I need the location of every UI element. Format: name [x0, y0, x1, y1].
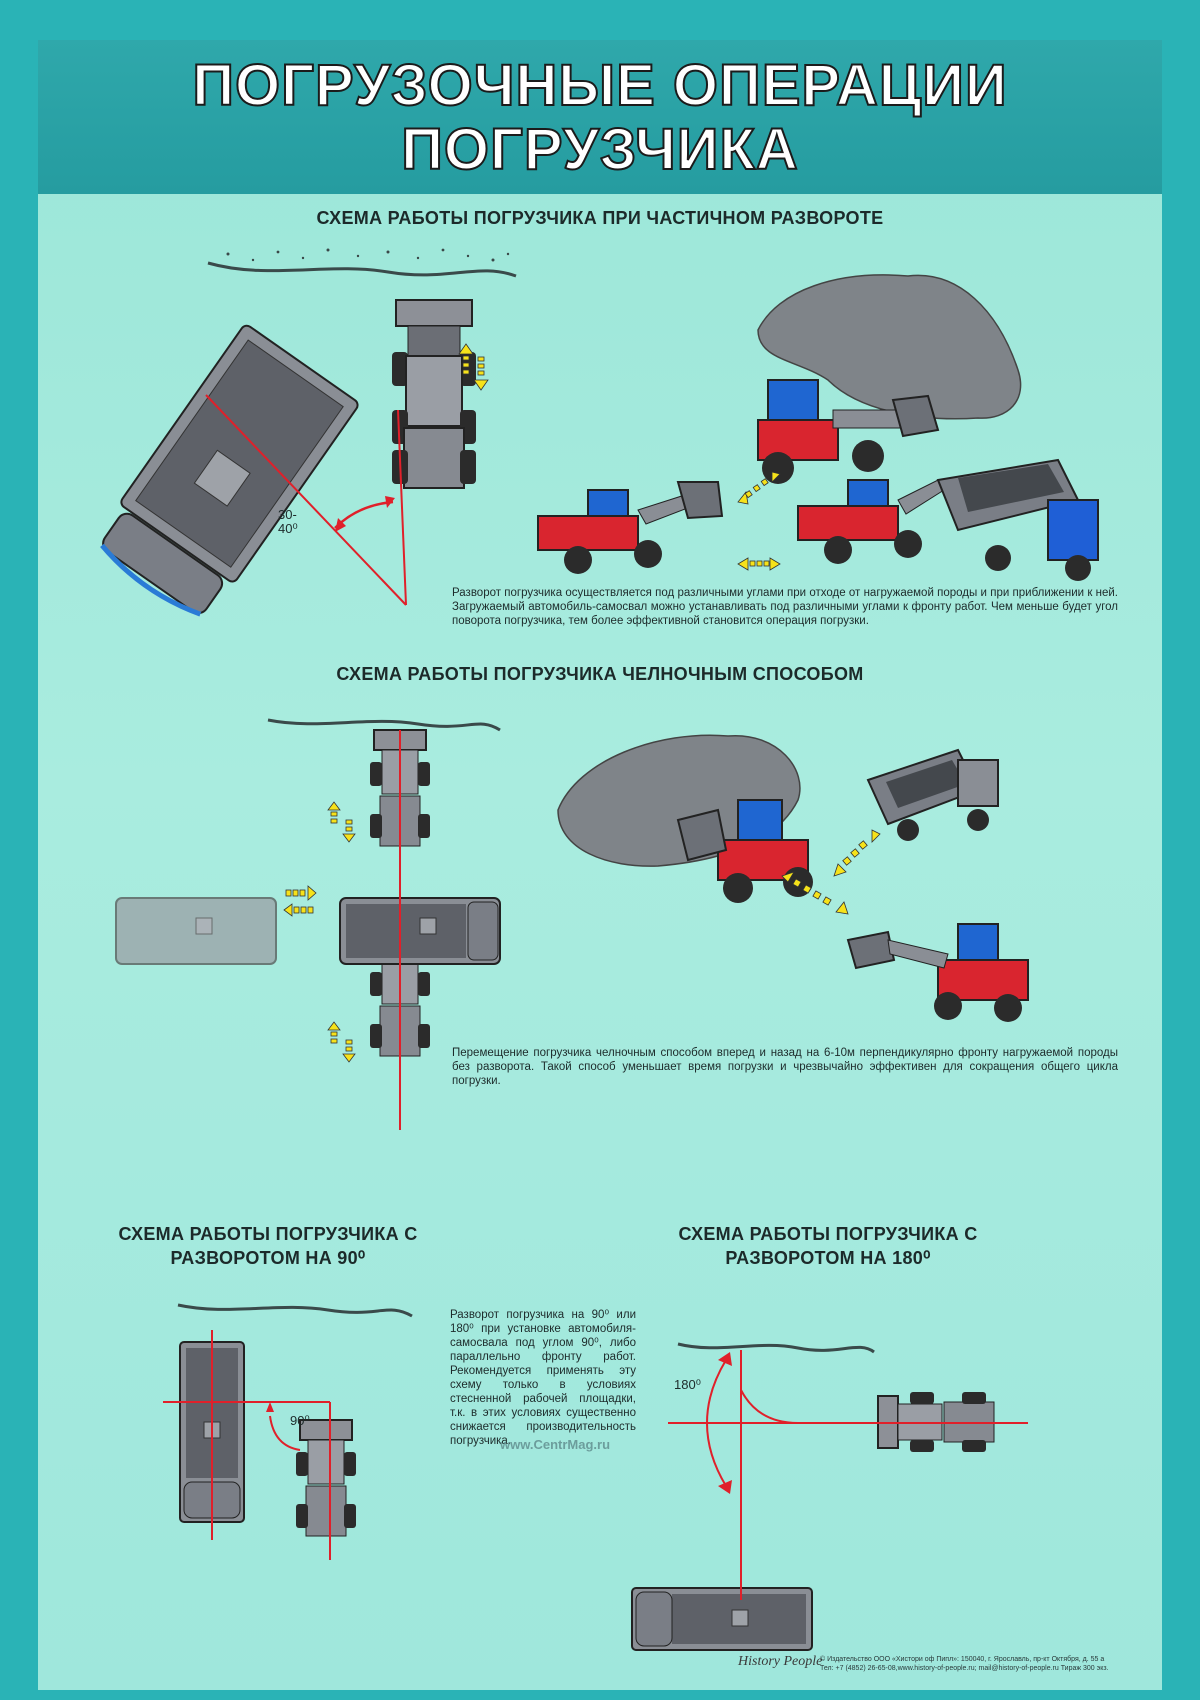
guide-lines-section4	[668, 1350, 1028, 1600]
gravel-dots	[226, 248, 510, 262]
section1-description: Разворот погрузчика осуществляется под р…	[452, 587, 1118, 627]
dump-truck-3d-section1	[936, 458, 1099, 581]
watermark-text: www.CentrMag.ru	[500, 1437, 611, 1452]
imprint-line1: © Издательство ООО «Хистори оф Пипл»: 15…	[820, 1656, 1105, 1663]
loader-top-view-section3	[296, 1419, 356, 1537]
ground-line-section4	[677, 1342, 875, 1354]
section1-diagram	[100, 248, 1099, 617]
angle-label-180: 180⁰	[674, 1377, 701, 1392]
section2-diagram	[115, 718, 1029, 1130]
page-title-line2: ПОГРУЗЧИКА	[400, 116, 799, 183]
movement-arrows-section1	[458, 343, 489, 391]
loader-3d-top	[757, 379, 940, 484]
section3-title: СХЕМА РАБОТЫ ПОГРУЗЧИКА С РАЗВОРОТОМ НА …	[98, 1222, 438, 1270]
section2-description: Перемещение погрузчика челночным способо…	[452, 1047, 1118, 1087]
section3-title-line2: РАЗВОРОТОМ НА 90⁰	[170, 1248, 366, 1268]
section4-title-line2: РАЗВОРОТОМ НА 180⁰	[725, 1248, 931, 1268]
double-arrows-section1	[737, 471, 781, 571]
shuttle-arrows	[283, 801, 356, 1063]
title-bar: ПОГРУЗОЧНЫЕ ОПЕРАЦИИ ПОГРУЗЧИКА	[38, 40, 1162, 194]
angle-label-30-40: 30-40⁰	[278, 507, 298, 536]
publisher-logo: History People	[738, 1654, 823, 1669]
dump-truck-top-view	[100, 324, 359, 617]
loader-3d-unloading	[797, 479, 945, 564]
ground-line	[207, 261, 517, 278]
section1-title: СХЕМА РАБОТЫ ПОГРУЗЧИКА ПРИ ЧАСТИЧНОМ РА…	[316, 208, 884, 228]
guide-lines-section3	[163, 1330, 331, 1560]
page-title-line1: ПОГРУЗОЧНЫЕ ОПЕРАЦИИ	[191, 52, 1008, 119]
dump-truck-3d-section2	[866, 748, 999, 841]
section4-title-line1: СХЕМА РАБОТЫ ПОГРУЗЧИКА С	[678, 1224, 978, 1244]
section2-title: СХЕМА РАБОТЫ ПОГРУЗЧИКА ЧЕЛНОЧНЫМ СПОСОБ…	[336, 664, 864, 684]
publisher-imprint: © Издательство ООО «Хистори оф Пипл»: 15…	[820, 1655, 1162, 1673]
loader-top-view	[392, 299, 476, 489]
angle-label-90: 90⁰	[290, 1413, 310, 1428]
double-arrows-section2	[781, 829, 881, 915]
ground-line-section2	[267, 718, 501, 732]
truck-top-view-faded	[115, 897, 277, 965]
loader-top-view-section4	[877, 1392, 995, 1452]
section3-description: Разворот погрузчика на 90⁰ или 180⁰ при …	[450, 1309, 636, 1447]
imprint-line2: Тел: +7 (4852) 26-65-08,www.history-of-p…	[820, 1665, 1109, 1672]
loader-3d-carrying	[846, 923, 1029, 1022]
section4-title: СХЕМА РАБОТЫ ПОГРУЗЧИКА С РАЗВОРОТОМ НА …	[658, 1222, 998, 1270]
poster-panel: ПОГРУЗОЧНЫЕ ОПЕРАЦИИ ПОГРУЗЧИКА СХЕМА РА…	[38, 40, 1162, 1690]
truck-top-view-section4	[631, 1587, 813, 1651]
loader-3d-left	[537, 481, 724, 574]
section3-diagram	[163, 1303, 1028, 1651]
section3-title-line1: СХЕМА РАБОТЫ ПОГРУЗЧИКА С	[118, 1224, 418, 1244]
ground-line-section3	[177, 1303, 413, 1318]
truck-top-view-active	[339, 897, 501, 965]
rock-pile-section1	[757, 274, 1022, 420]
